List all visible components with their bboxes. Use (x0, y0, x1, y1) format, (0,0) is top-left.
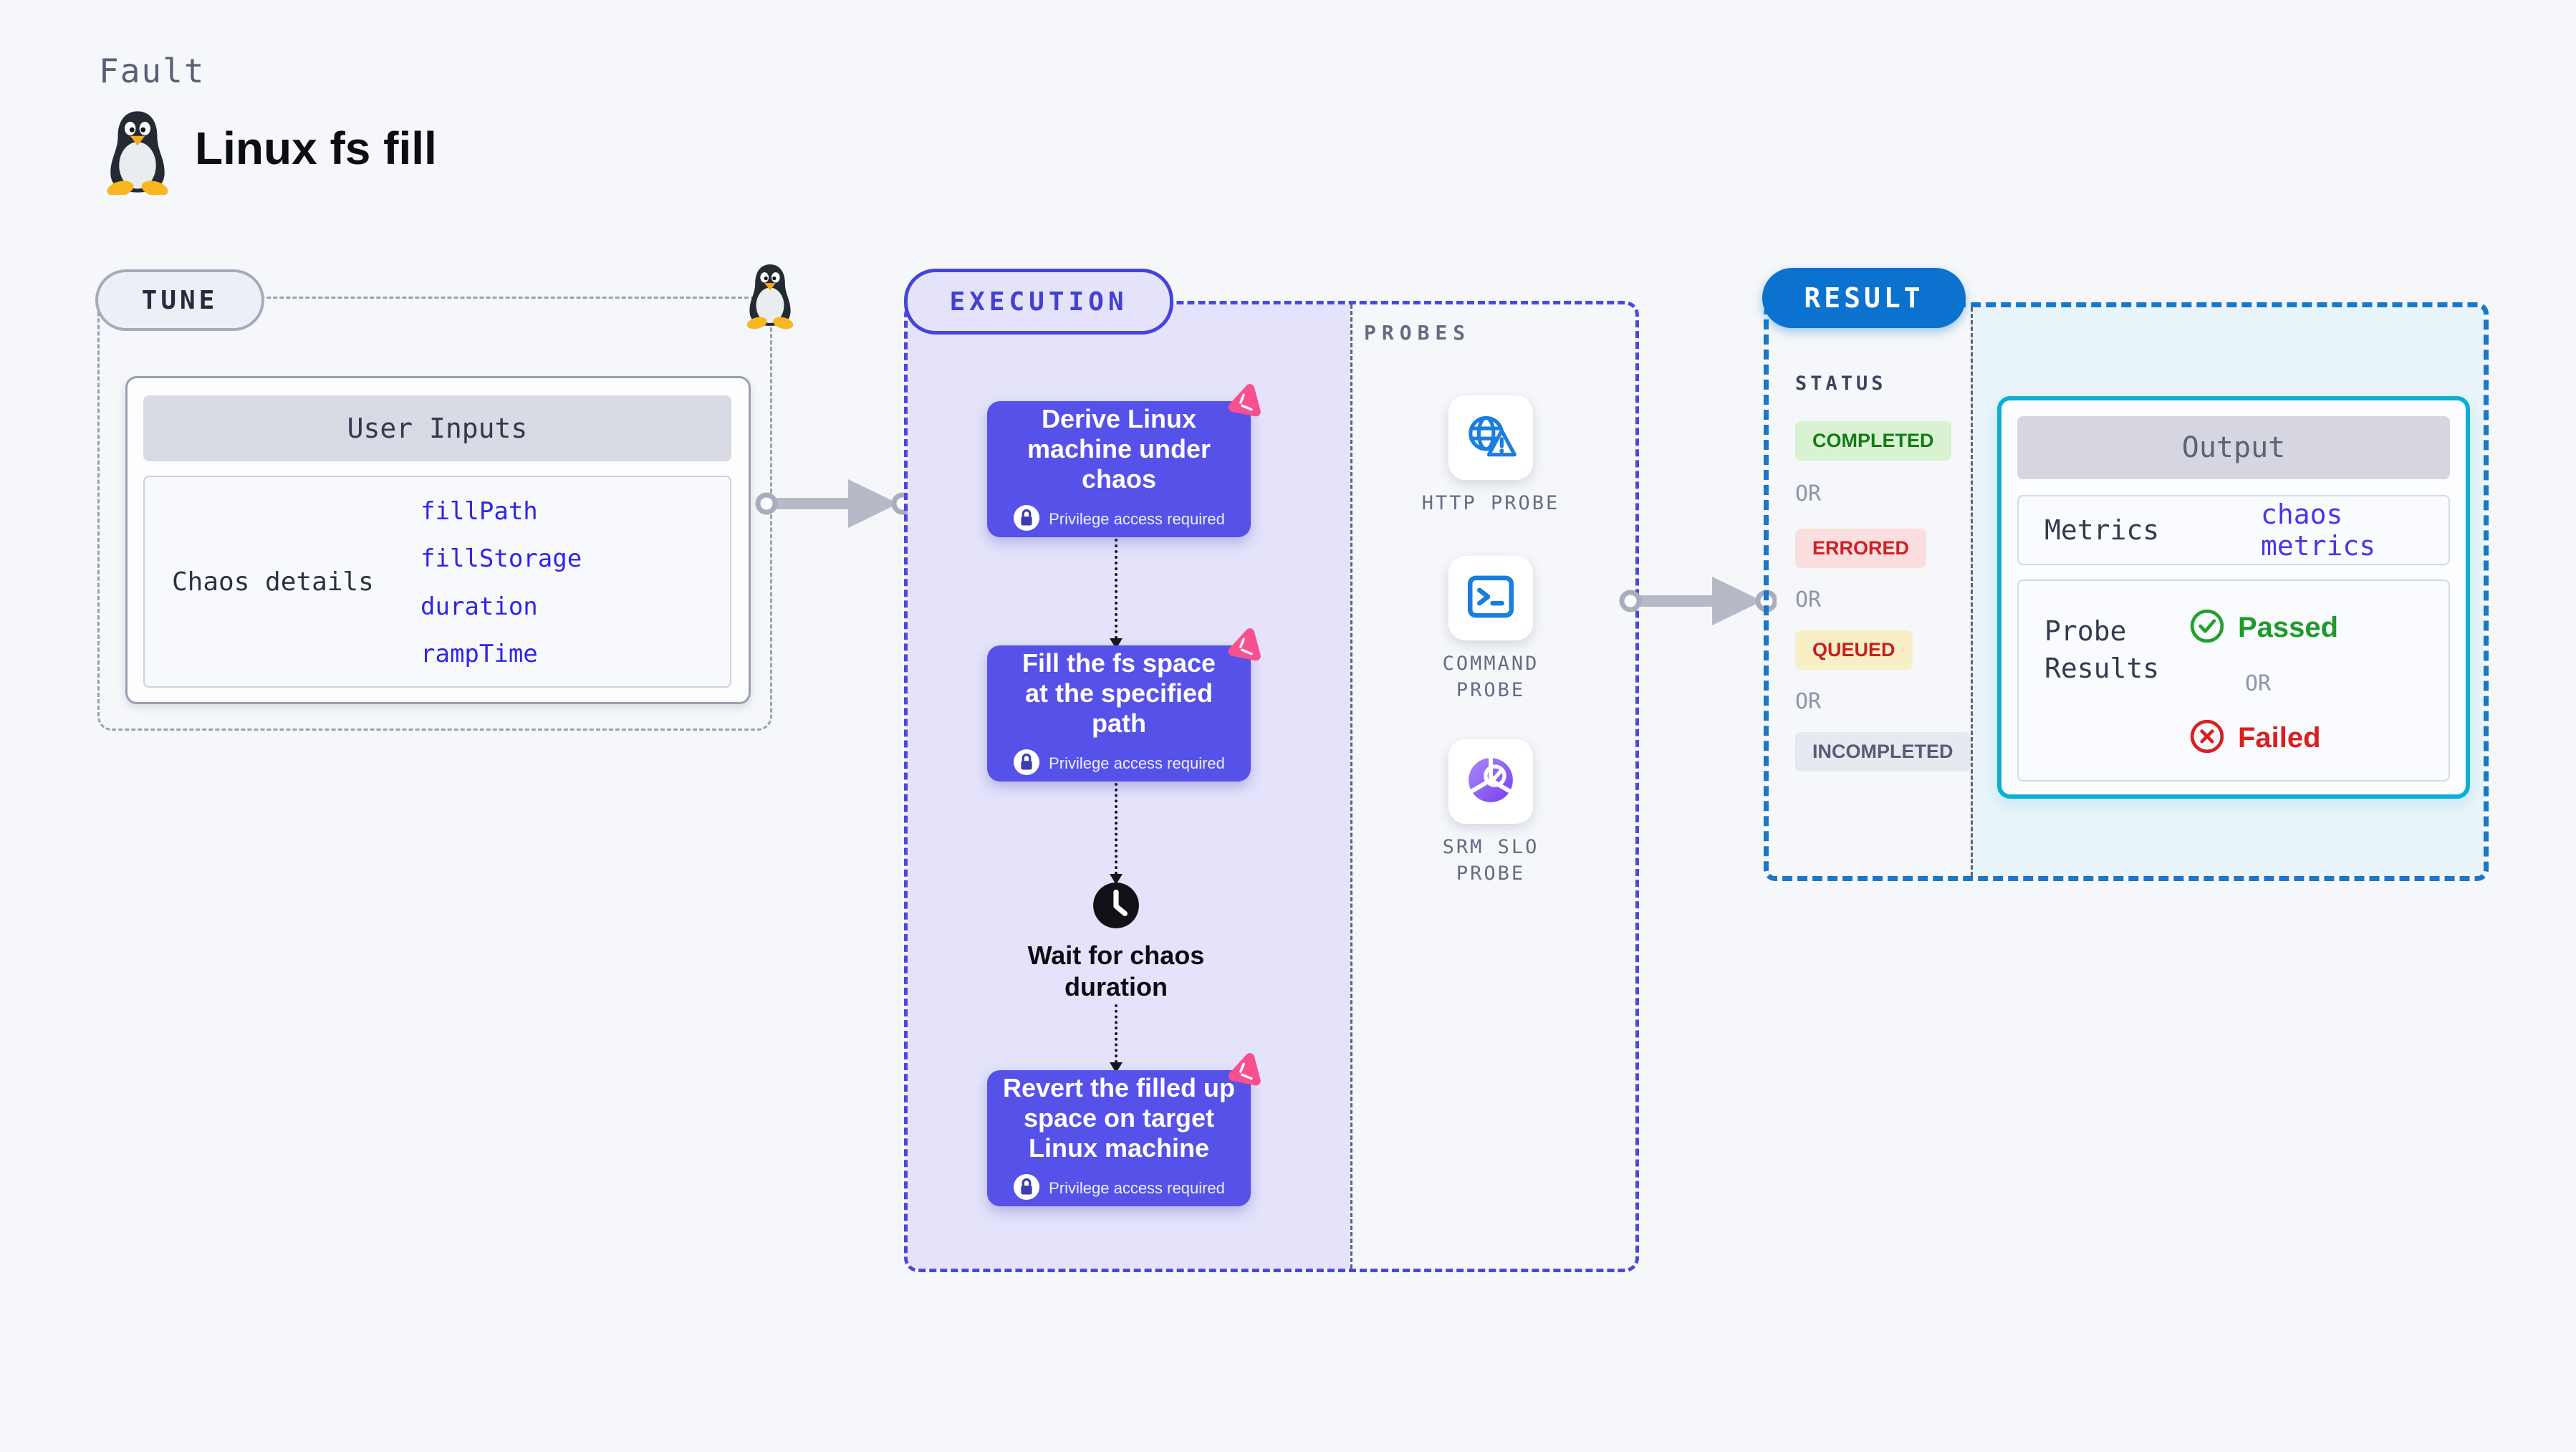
output-panel: Output Metrics chaos metrics Probe Resul… (1997, 396, 2470, 799)
wait-for-chaos-label: Wait for chaos duration (1027, 941, 1205, 1001)
execution-badge: EXECUTION (904, 269, 1173, 335)
or-separator: OR (1795, 587, 1822, 612)
step-connector (1110, 783, 1123, 885)
chaos-fault-icon (1222, 383, 1262, 423)
command-probe-card (1448, 556, 1533, 640)
step-derive-machine: Derive Linux machine under chaos Privile… (987, 401, 1251, 537)
metrics-row: Metrics chaos metrics (2017, 495, 2450, 565)
status-badge-queued: QUEUED (1795, 630, 1913, 670)
or-separator: OR (2245, 671, 2272, 696)
lock-icon (1013, 1173, 1040, 1203)
or-separator: OR (1795, 481, 1822, 506)
tune-badge: TUNE (95, 269, 264, 331)
passed-label: Passed (2238, 611, 2339, 643)
privilege-note: Privilege access required (1049, 1179, 1225, 1197)
chaos-fault-icon (1222, 627, 1262, 667)
privilege-note: Privilege access required (1049, 754, 1225, 772)
chaos-details-box: Chaos details fillPath fillStorage durat… (143, 476, 731, 688)
http-probe-card (1448, 395, 1533, 480)
step-connector (1110, 539, 1123, 649)
chaos-metrics-link[interactable]: chaos metrics (2261, 499, 2376, 562)
command-probe-label: COMMAND PROBE (1442, 653, 1539, 701)
fault-kicker: Fault (99, 52, 206, 90)
step-text: Derive Linux machine under chaos (1027, 404, 1211, 494)
output-title: Output (2017, 416, 2450, 479)
user-inputs-card: User Inputs Chaos details fillPath fillS… (125, 376, 751, 704)
status-badge-errored: ERRORED (1795, 529, 1927, 568)
privilege-note: Privilege access required (1049, 510, 1225, 528)
lock-icon (1013, 749, 1040, 779)
execution-probes-divider (1350, 304, 1352, 1269)
status-column-label: STATUS (1795, 372, 1887, 395)
probe-results-row: Probe Results Passed OR Failed (2017, 580, 2450, 782)
probe-failed-row: Failed (2189, 718, 2321, 757)
result-badge: RESULT (1762, 268, 1966, 328)
user-inputs-title: User Inputs (143, 395, 731, 461)
probe-passed-row: Passed (2189, 608, 2338, 647)
srm-slo-probe-label: SRM SLO PROBE (1442, 836, 1539, 885)
step-connector (1110, 1004, 1123, 1073)
chaos-fault-icon (1222, 1052, 1262, 1092)
or-separator: OR (1795, 689, 1822, 714)
input-link-fillstorage[interactable]: fillStorage (420, 544, 582, 573)
globe-alert-icon (1461, 410, 1520, 465)
step-revert-space: Revert the filled up space on target Lin… (987, 1070, 1251, 1206)
input-link-fillpath[interactable]: fillPath (420, 497, 538, 526)
check-circle-icon (2189, 608, 2225, 647)
linux-penguin-icon (100, 109, 175, 197)
step-text: Fill the fs space at the specified path (1022, 648, 1216, 738)
terminal-icon (1464, 572, 1517, 624)
lock-icon (1013, 504, 1040, 534)
srm-slo-probe-card (1448, 739, 1533, 824)
step-text: Revert the filled up space on target Lin… (1002, 1073, 1236, 1163)
probe-results-label: Probe Results (2044, 615, 2160, 684)
metrics-label: Metrics (2044, 514, 2160, 546)
tune-to-execution-arrow (754, 469, 914, 541)
slo-donut-icon (1464, 753, 1518, 810)
page-title: Linux fs fill (195, 122, 437, 174)
input-link-duration[interactable]: duration (420, 592, 538, 621)
x-circle-icon (2189, 718, 2225, 757)
chaos-details-label: Chaos details (172, 567, 374, 597)
status-badge-incompleted: INCOMPLETED (1795, 732, 1971, 771)
status-output-divider (1971, 307, 1973, 876)
clock-icon (1092, 881, 1140, 930)
execution-to-result-arrow (1618, 567, 1778, 638)
failed-label: Failed (2238, 721, 2321, 754)
step-fill-fs-space: Fill the fs space at the specified path … (987, 645, 1251, 782)
linux-penguin-small-icon (742, 261, 798, 330)
connector-arrowhead (1110, 874, 1123, 885)
status-badge-completed: COMPLETED (1795, 421, 1951, 461)
probes-label: PROBES (1364, 321, 1471, 345)
http-probe-label: HTTP PROBE (1421, 492, 1560, 514)
input-link-ramptime[interactable]: rampTime (420, 640, 538, 668)
